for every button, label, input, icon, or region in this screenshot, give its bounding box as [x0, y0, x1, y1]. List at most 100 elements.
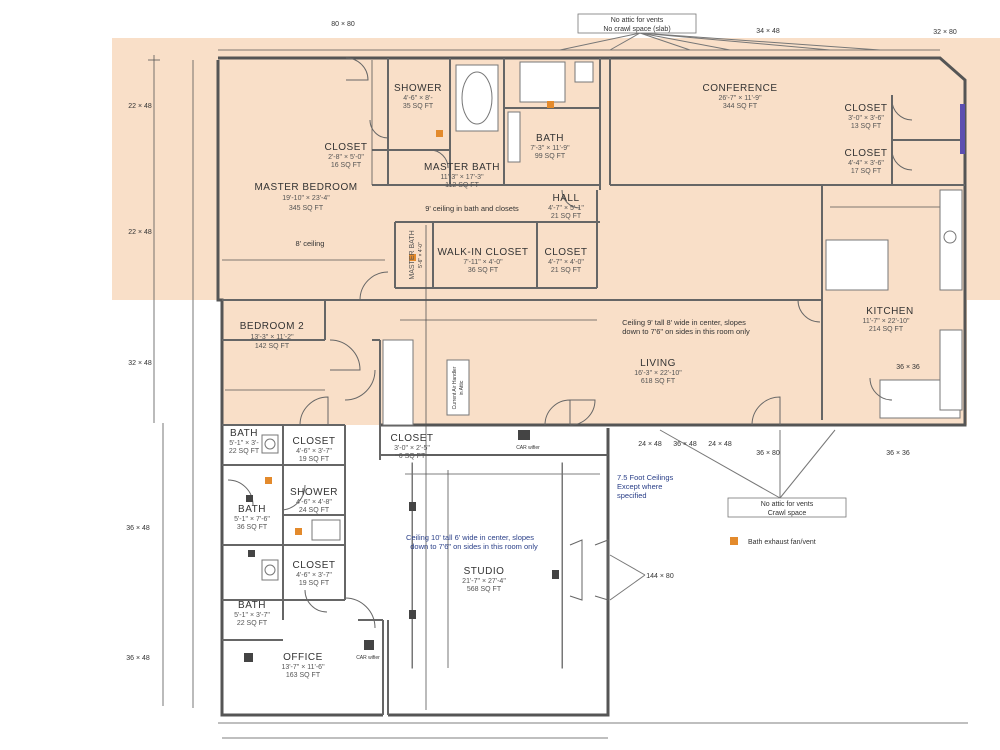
- room-closet-a-area: 19 SQ FT: [299, 456, 330, 463]
- room-closet-hall-dims: 4'-7" × 4'-0": [548, 259, 584, 266]
- room-shower-master-area: 35 SQ FT: [403, 103, 434, 110]
- room-shower-b-area: 24 SQ FT: [299, 507, 330, 514]
- note-living-ceiling-2: down to 7'6" on sides in this room only: [622, 327, 750, 336]
- room-bath-c-name: BATH: [238, 600, 266, 611]
- sink-bath-a: [261, 434, 279, 454]
- vent-icon: [244, 653, 253, 662]
- vent-icon: [552, 570, 559, 579]
- room-master-bedroom-name: MASTER BEDROOM: [254, 182, 357, 193]
- label-w4: 36 × 48: [126, 525, 150, 532]
- room-closet-master-dims: 2'-8" × 5'-0": [328, 154, 364, 161]
- label-w2: 22 × 48: [128, 229, 152, 236]
- note-ceilings-75-1: 7.5 Foot Ceilings: [617, 473, 674, 482]
- room-bath-top-dims: 7'-3" × 11'-9": [530, 145, 570, 152]
- note-air-handler-1: Current Air Handler: [452, 366, 458, 409]
- fan-icon: [265, 477, 272, 484]
- fan-icon: [295, 528, 302, 535]
- fixtures: [261, 61, 963, 669]
- room-living-area: 618 SQ FT: [641, 378, 676, 385]
- room-bedroom2-name: BEDROOM 2: [240, 321, 305, 332]
- fan-icon: [547, 101, 554, 108]
- room-bedroom2-area: 142 SQ FT: [255, 343, 290, 350]
- sink-bath-c-basin: [264, 564, 276, 576]
- label-34x48: 34 × 48: [756, 28, 780, 35]
- label-32x80: 32 × 80: [933, 29, 957, 36]
- room-bath-b-dims: 5'-1" × 7'-6": [234, 516, 270, 523]
- room-closet-hall-name: CLOSET: [544, 247, 587, 258]
- room-labels: MASTER BEDROOM 19'-10" × 23'-4" 345 SQ F…: [229, 83, 913, 679]
- room-walk-in-closet-name: WALK-IN CLOSET: [437, 247, 528, 258]
- label-kitchen-window: 36 × 36: [896, 364, 920, 371]
- vent-icon: [246, 495, 253, 502]
- room-bath-top-name: BATH: [536, 133, 564, 144]
- fan-icon: [730, 537, 738, 545]
- room-hall-name: HALL: [552, 193, 579, 204]
- kitchen-counter-right: [939, 189, 963, 291]
- fan-icon: [436, 130, 443, 137]
- room-kitchen-area: 214 SQ FT: [869, 326, 904, 333]
- room-conference-name: CONFERENCE: [702, 83, 777, 94]
- room-closet-b-dims: 3'-0" × 2'-5": [394, 445, 430, 452]
- kitchen-island: [825, 239, 889, 291]
- room-office-dims: 13'-7" × 11'-6": [281, 664, 325, 671]
- dimension-lines: [148, 49, 968, 739]
- room-closet-hall-area: 21 SQ FT: [551, 267, 582, 274]
- room-walk-in-closet-dims: 7'-11" × 4'-0": [463, 259, 503, 266]
- vent-icon: [248, 550, 255, 557]
- note-ceilings-75-3: specified: [617, 491, 647, 500]
- room-office-area: 163 SQ FT: [286, 672, 321, 679]
- note-air-handler-2: in Attic: [459, 380, 465, 395]
- room-master-bath-vertical-name: MASTER BATH: [409, 230, 416, 279]
- room-shower-master-dims: 4'-6" × 8'-: [403, 95, 433, 102]
- doors: [227, 57, 913, 629]
- vent-icon: [364, 640, 374, 650]
- exhaust-fans: [265, 101, 738, 545]
- label-b5: 36 × 36: [886, 450, 910, 457]
- note-studio-ceiling-1: Ceiling 10' tall 6' wide in center, slop…: [406, 533, 534, 542]
- top-vent-note-box: [577, 13, 697, 34]
- room-bath-c-area: 22 SQ FT: [237, 620, 268, 627]
- room-shower-b-dims: 4'-6" × 4'-8": [296, 499, 332, 506]
- vent-icon: [409, 610, 416, 619]
- room-bath-b-area: 36 SQ FT: [237, 524, 268, 531]
- air-handler: [446, 359, 470, 416]
- room-conference-dims: 26'-7" × 11'-9": [718, 95, 762, 102]
- room-closet-master-name: CLOSET: [324, 142, 367, 153]
- room-closet-conf1-name: CLOSET: [844, 103, 887, 114]
- room-conference-area: 344 SQ FT: [723, 103, 758, 110]
- room-living-name: LIVING: [640, 358, 676, 369]
- sink-bath-a-basin: [264, 438, 276, 450]
- room-kitchen-dims: 11'-7" × 22'-10": [862, 318, 910, 325]
- room-living-dims: 16'-3" × 22'-10": [634, 370, 682, 377]
- studio-beam-1: [411, 462, 413, 669]
- note-car-wifi-1: CAR wifier: [516, 445, 540, 451]
- legend-fan-label: Bath exhaust fan/vent: [748, 539, 816, 546]
- room-bath-c-dims: 5'-1" × 3'-7": [234, 612, 270, 619]
- note-car-wifi-2: CAR wifier: [356, 655, 380, 661]
- toilet-bath-b: [311, 519, 341, 541]
- sink-bath-c: [261, 559, 279, 581]
- top-vent-note-line1: No attic for vents: [611, 17, 664, 24]
- label-b1: 24 × 48: [638, 441, 662, 448]
- toilet-top: [574, 61, 594, 83]
- label-b2: 36 × 48: [673, 441, 697, 448]
- room-master-bath-vertical-dims: 5'-6" × 4'-0": [418, 242, 424, 268]
- room-closet-b-name: CLOSET: [390, 433, 433, 444]
- room-master-bath-area: 112 SQ FT: [445, 182, 479, 189]
- bathtub: [455, 64, 499, 132]
- note-studio-ceiling-2: down to 7'6" on sides in this room only: [410, 542, 538, 551]
- label-b4: 36 × 80: [756, 450, 780, 457]
- room-master-bath-name: MASTER BATH: [424, 162, 500, 173]
- room-closet-a-dims: 4'-6" × 3'-7": [296, 448, 332, 455]
- label-w1: 22 × 48: [128, 103, 152, 110]
- room-bath-b-name: BATH: [238, 504, 266, 515]
- room-studio-dims: 21'-7" × 27'-4": [462, 578, 506, 585]
- room-bath-top-area: 99 SQ FT: [535, 153, 566, 160]
- room-bath-a-dims: 5'-1" × 3'-: [229, 440, 259, 447]
- note-ceiling-bath-closets: 9' ceiling in bath and closets: [425, 204, 519, 213]
- vent-icon: [518, 430, 530, 440]
- crawl-note-box: [727, 497, 847, 518]
- room-hall-dims: 4'-7" × 5'-1": [548, 205, 584, 212]
- vent-icon: [409, 502, 416, 511]
